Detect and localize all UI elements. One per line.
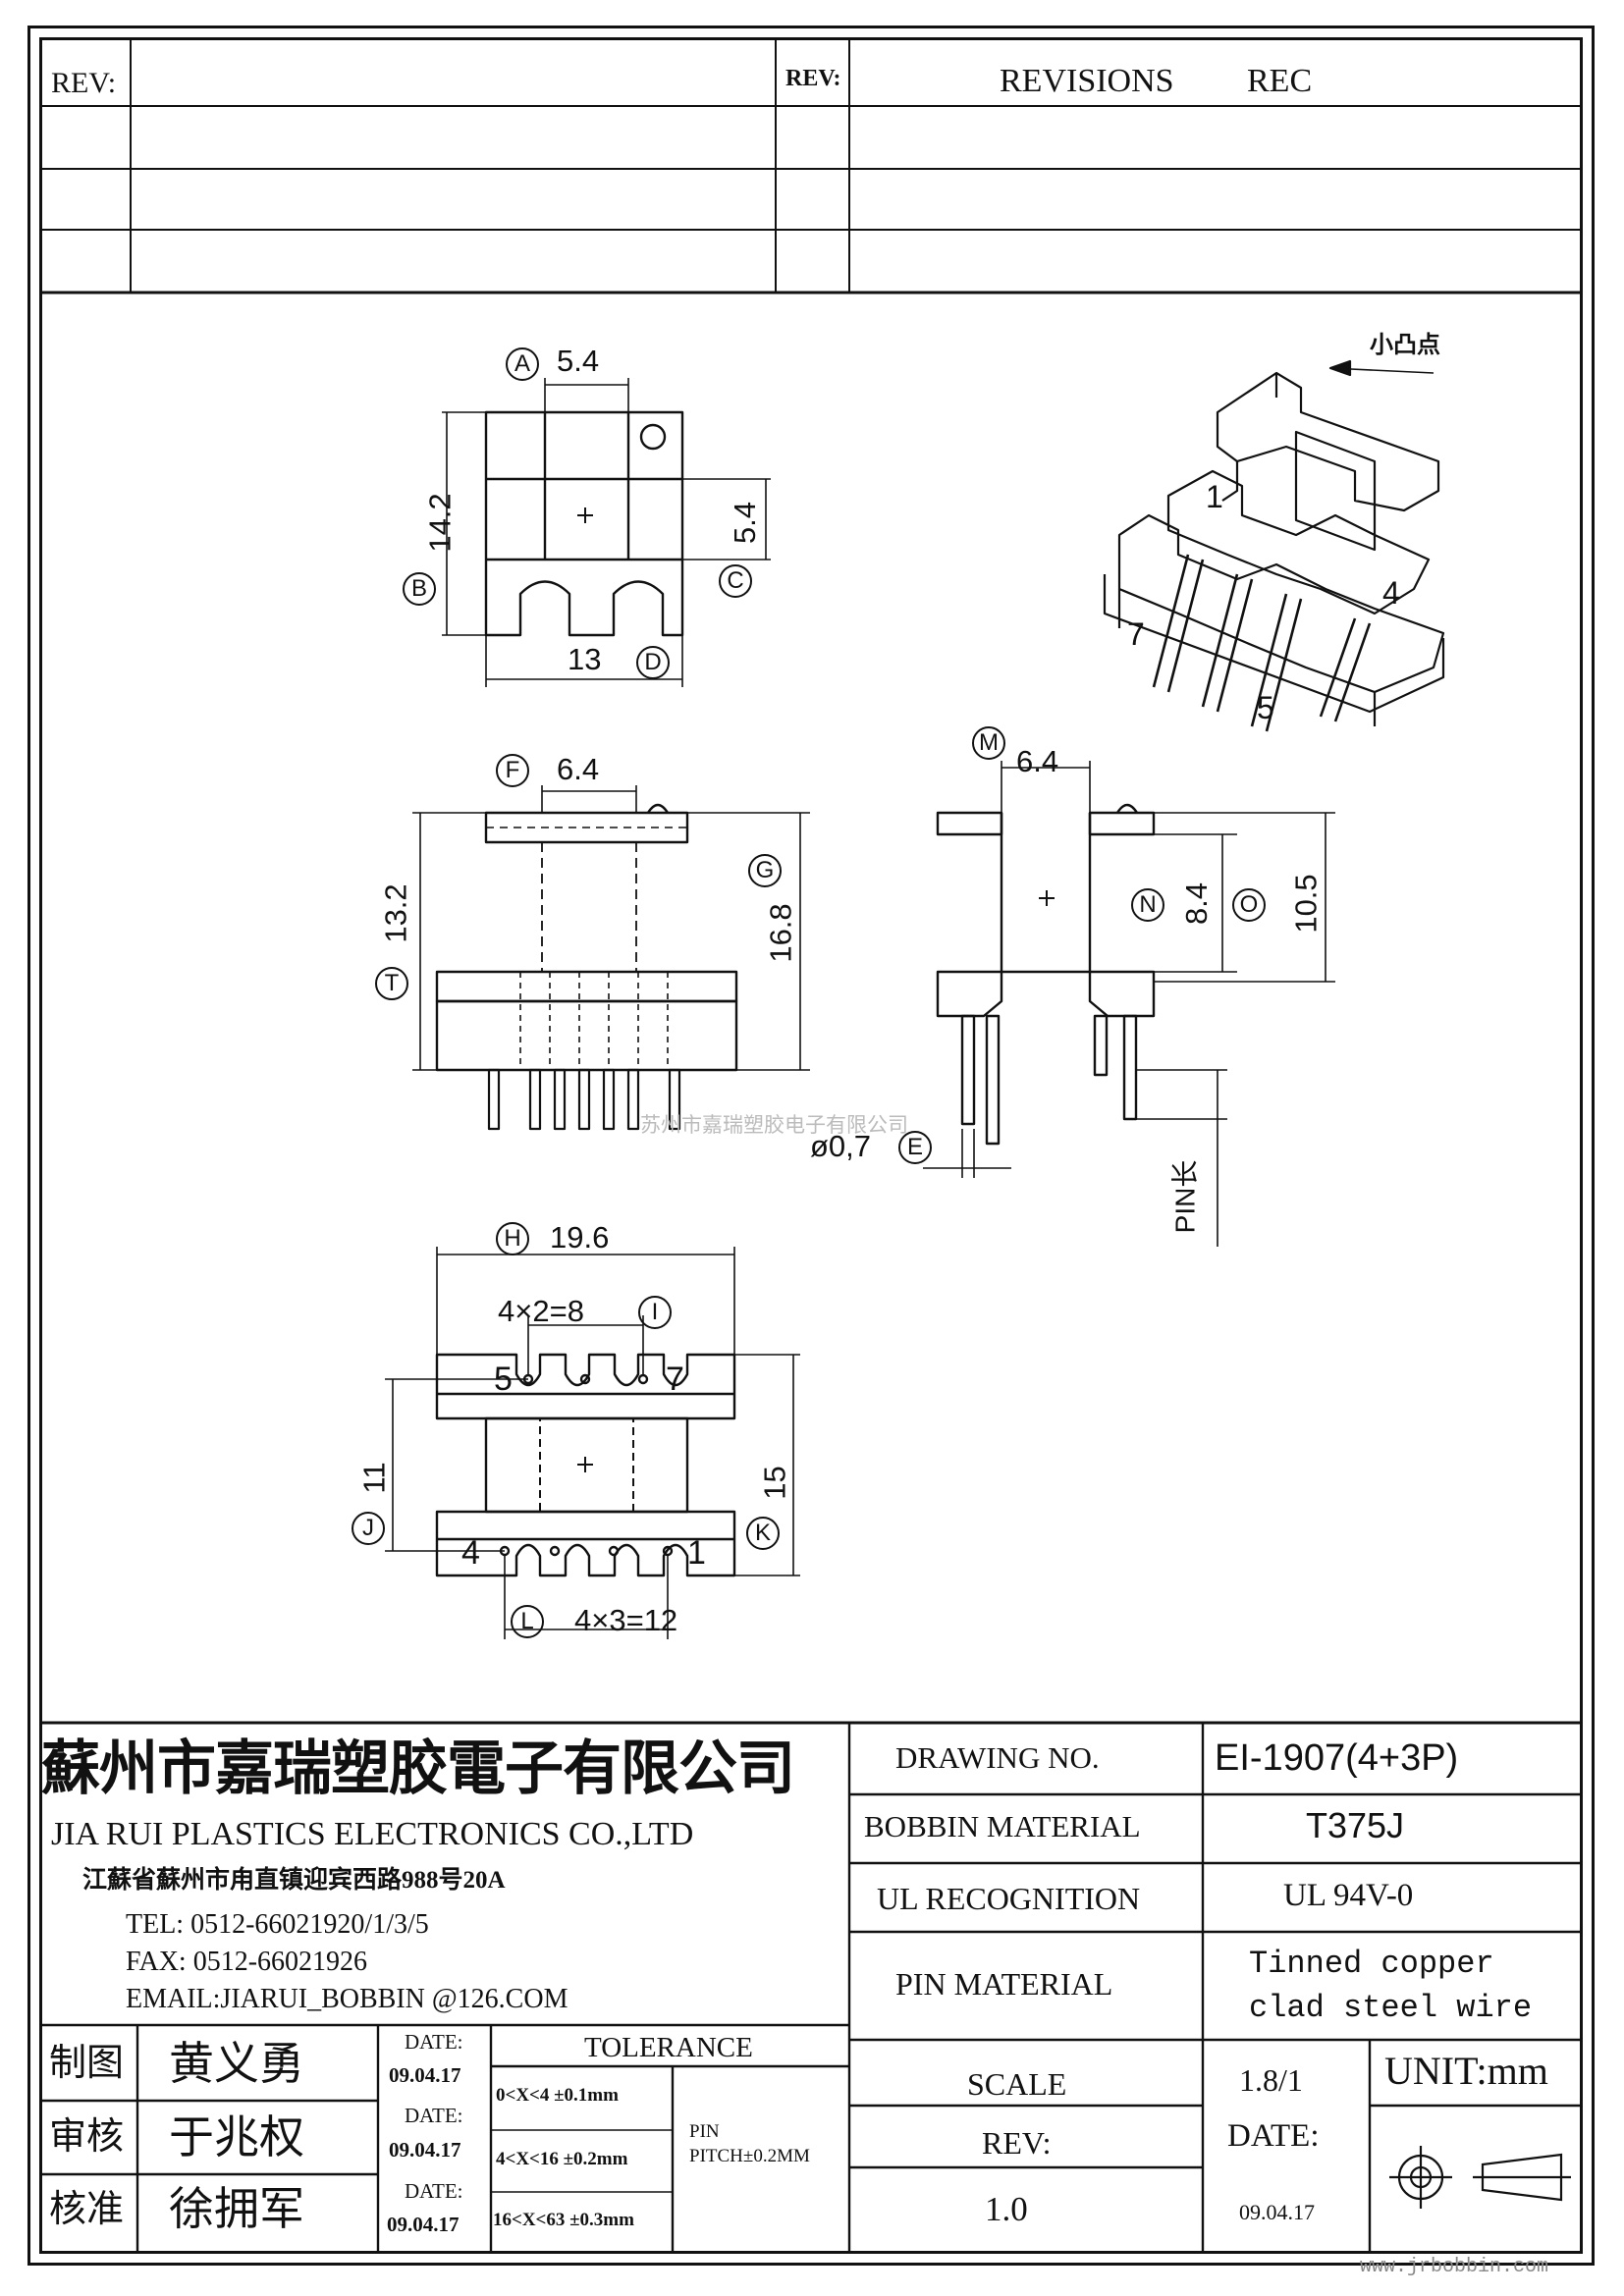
marker-j: J	[352, 1512, 385, 1545]
dim-a-value: 5.4	[557, 344, 600, 378]
small-bump-note: 小凸点	[1370, 332, 1440, 358]
side-view	[923, 761, 1335, 1247]
bottom-view	[385, 1247, 800, 1639]
iso-pin-7-label: 7	[1127, 616, 1145, 652]
company-name-cn: 蘇州市嘉瑞塑胶電子有限公司	[41, 1736, 795, 1801]
signoff-date-drafter: 09.04.17	[389, 2063, 461, 2087]
drawing-frame-inner	[39, 37, 1583, 2254]
dim-f-value: 6.4	[557, 752, 600, 786]
pin-pitch-value: PITCH±0.2MM	[689, 2146, 810, 2166]
marker-n: N	[1131, 888, 1164, 922]
pin-4-label: 4	[461, 1534, 480, 1572]
marker-o: O	[1232, 888, 1266, 922]
signoff-name-approver: 徐拥军	[169, 2184, 304, 2234]
signoff-date-label-approver: DATE:	[405, 2179, 463, 2203]
tolerance-range-3: 16<X<63 ±0.3mm	[493, 2210, 634, 2230]
date-label: DATE:	[1227, 2118, 1320, 2154]
company-name-en: JIA RUI PLASTICS ELECTRONICS CO.,LTD	[51, 1816, 694, 1852]
signoff-date-label-checker: DATE:	[405, 2104, 463, 2127]
signoff-role-checker: 审核	[49, 2116, 125, 2158]
pin-material-line-2: clad steel wire	[1249, 1990, 1533, 2026]
rev-value: 1.0	[985, 2190, 1028, 2228]
drawing-no-label: DRAWING NO.	[895, 1740, 1100, 1775]
projection-symbol-icon	[1389, 2146, 1571, 2209]
rev-label: REV:	[982, 2125, 1052, 2161]
front-view	[412, 785, 810, 1131]
marker-h: H	[496, 1222, 529, 1255]
pin-5-label: 5	[494, 1361, 513, 1398]
date-value: 09.04.17	[1239, 2200, 1315, 2224]
marker-t: T	[375, 967, 408, 1000]
ul-recognition-value: UL 94V-0	[1283, 1878, 1414, 1913]
top-view	[442, 378, 771, 687]
company-tel: TEL: 0512-66021920/1/3/5	[126, 1909, 429, 1940]
dim-h-value: 19.6	[550, 1220, 610, 1255]
ul-recognition-label: UL RECOGNITION	[877, 1881, 1141, 1916]
marker-k: K	[746, 1517, 780, 1550]
drawing-no-value: EI-1907(4+3P)	[1215, 1737, 1459, 1779]
scale-value: 1.8/1	[1239, 2062, 1303, 2098]
drawing-frame-outer	[27, 26, 1595, 2266]
rev-label-right: REV:	[785, 66, 841, 91]
marker-d: D	[636, 646, 670, 679]
dim-l-value: 4×3=12	[574, 1603, 678, 1637]
dim-m-value: 6.4	[1016, 744, 1059, 778]
pin-pitch-label: PIN	[689, 2121, 720, 2142]
bobbin-material-label: BOBBIN MATERIAL	[864, 1809, 1141, 1843]
scale-label: SCALE	[967, 2066, 1067, 2102]
dim-i-value: 4×2=8	[498, 1294, 584, 1328]
footer-url: www.jrbobbin.com	[1360, 2256, 1549, 2278]
pin-7-label: 7	[666, 1361, 684, 1398]
marker-l: L	[511, 1605, 544, 1638]
pin-1-label: 1	[687, 1534, 706, 1572]
watermark-text: 苏州市嘉瑞塑胶电子有限公司	[640, 1114, 908, 1137]
marker-e: E	[898, 1131, 932, 1164]
bobbin-material-value: T375J	[1306, 1805, 1405, 1845]
marker-a: A	[506, 347, 539, 381]
signoff-date-label-drafter: DATE:	[405, 2030, 463, 2054]
revision-grid	[39, 37, 1583, 294]
signoff-role-approver: 核准	[49, 2189, 125, 2230]
tolerance-range-1: 0<X<4 ±0.1mm	[496, 2085, 619, 2106]
signoff-name-checker: 于兆权	[169, 2112, 304, 2163]
unit-label: UNIT:mm	[1384, 2049, 1548, 2093]
signoff-date-approver: 09.04.17	[387, 2213, 460, 2236]
company-email: EMAIL:JIARUI_BOBBIN @126.COM	[126, 1984, 568, 2014]
company-address: 江蘇省蘇州市甪直镇迎宾西路988号20A	[82, 1867, 506, 1894]
revisions-label: REVISIONS	[1000, 63, 1174, 99]
marker-m: M	[972, 726, 1005, 760]
marker-g: G	[748, 854, 782, 887]
pin-material-line-1: Tinned copper	[1249, 1946, 1494, 1982]
company-fax: FAX: 0512-66021926	[126, 1947, 368, 1977]
iso-pin-1-label: 1	[1206, 479, 1223, 514]
rev-label-left: REV:	[51, 67, 117, 99]
isometric-view	[1103, 359, 1445, 732]
tolerance-range-2: 4<X<16 ±0.2mm	[496, 2149, 628, 2169]
signoff-name-drafter: 黄义勇	[169, 2039, 304, 2089]
signoff-date-checker: 09.04.17	[389, 2138, 461, 2162]
marker-i: I	[638, 1296, 672, 1329]
signoff-role-drafter: 制图	[49, 2043, 125, 2084]
iso-pin-4-label: 4	[1382, 575, 1400, 611]
marker-f: F	[496, 754, 529, 787]
tolerance-label: TOLERANCE	[584, 2032, 753, 2063]
pin-material-label: PIN MATERIAL	[895, 1966, 1113, 2002]
iso-pin-5-label: 5	[1257, 690, 1274, 725]
marker-c: C	[719, 564, 752, 598]
dim-e-value: ø0,7	[810, 1129, 872, 1163]
rec-label: REC	[1247, 63, 1313, 99]
marker-b: B	[403, 572, 436, 606]
dim-d-value: 13	[568, 642, 602, 676]
